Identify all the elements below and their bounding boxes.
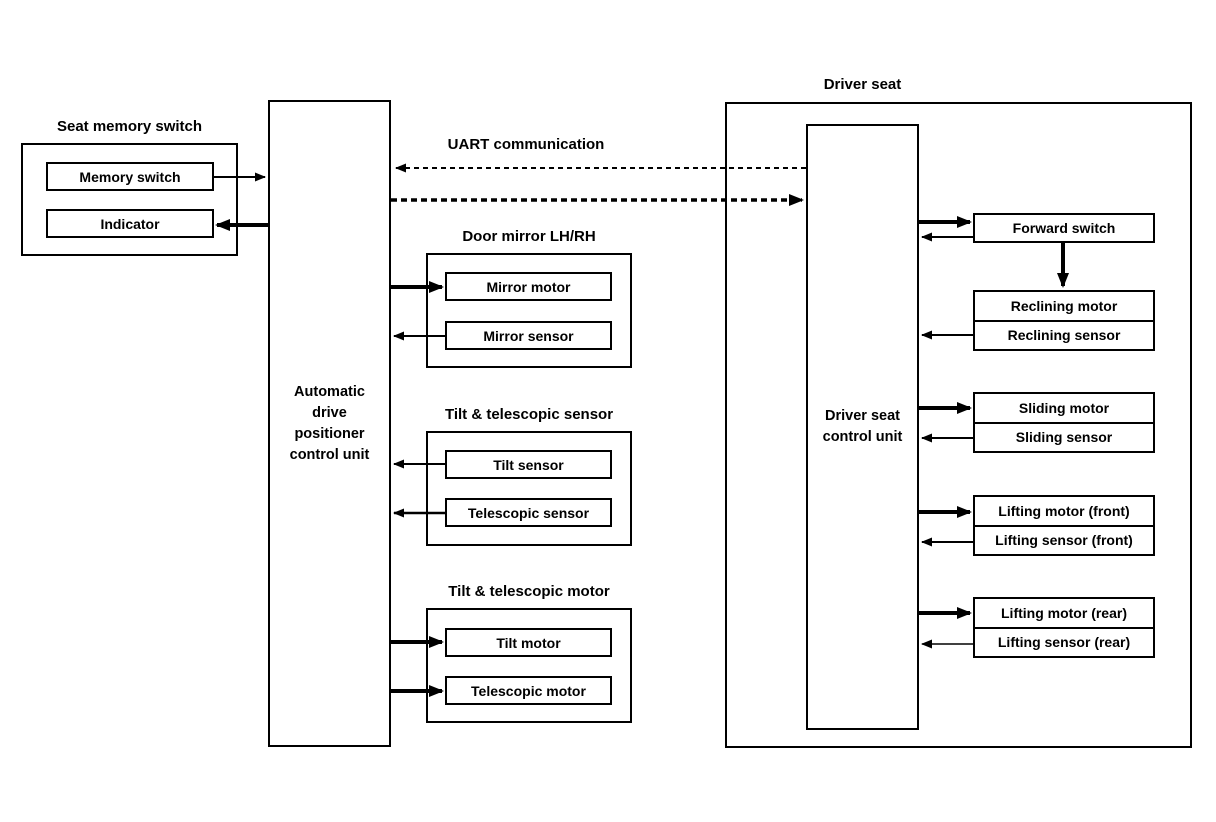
sliding-pair-box: Sliding motor Sliding sensor — [973, 392, 1155, 453]
tilt-telescopic-motor-title: Tilt & telescopic motor — [448, 583, 610, 600]
lifting-sensor-front-row: Lifting sensor (front) — [995, 532, 1133, 549]
reclining-motor-row: Reclining motor — [975, 292, 1153, 322]
driver-seat-title: Driver seat — [823, 76, 902, 93]
seat-memory-switch-title: Seat memory switch — [56, 118, 203, 135]
reclining-sensor-row: Reclining sensor — [1007, 327, 1121, 344]
memory-switch-box: Memory switch — [46, 162, 214, 191]
adp-control-unit-box: Automatic drive positioner control unit — [268, 100, 391, 747]
seat-memory-switch-group-box — [21, 143, 238, 256]
tilt-sensor-box: Tilt sensor — [445, 450, 612, 479]
mirror-sensor-box: Mirror sensor — [445, 321, 612, 350]
telescopic-sensor-box: Telescopic sensor — [445, 498, 612, 527]
driver-seat-control-unit-box: Driver seat control unit — [806, 124, 919, 730]
lifting-front-pair-box: Lifting motor (front) Lifting sensor (fr… — [973, 495, 1155, 556]
door-mirror-title: Door mirror LH/RH — [462, 228, 596, 245]
reclining-pair-box: Reclining motor Reclining sensor — [973, 290, 1155, 351]
forward-switch-box: Forward switch — [973, 213, 1155, 243]
lifting-rear-pair-box: Lifting motor (rear) Lifting sensor (rea… — [973, 597, 1155, 658]
sliding-motor-row: Sliding motor — [975, 394, 1153, 424]
tilt-telescopic-sensor-group-box — [426, 431, 632, 546]
telescopic-motor-box: Telescopic motor — [445, 676, 612, 705]
tilt-motor-box: Tilt motor — [445, 628, 612, 657]
lifting-motor-rear-row: Lifting motor (rear) — [975, 599, 1153, 629]
lifting-motor-front-row: Lifting motor (front) — [975, 497, 1153, 527]
tilt-telescopic-sensor-title: Tilt & telescopic sensor — [444, 406, 614, 423]
sliding-sensor-row: Sliding sensor — [1015, 429, 1113, 446]
uart-communication-label: UART communication — [447, 136, 605, 153]
door-mirror-group-box — [426, 253, 632, 368]
indicator-box: Indicator — [46, 209, 214, 238]
tilt-telescopic-motor-group-box — [426, 608, 632, 723]
lifting-sensor-rear-row: Lifting sensor (rear) — [997, 634, 1131, 651]
mirror-motor-box: Mirror motor — [445, 272, 612, 301]
